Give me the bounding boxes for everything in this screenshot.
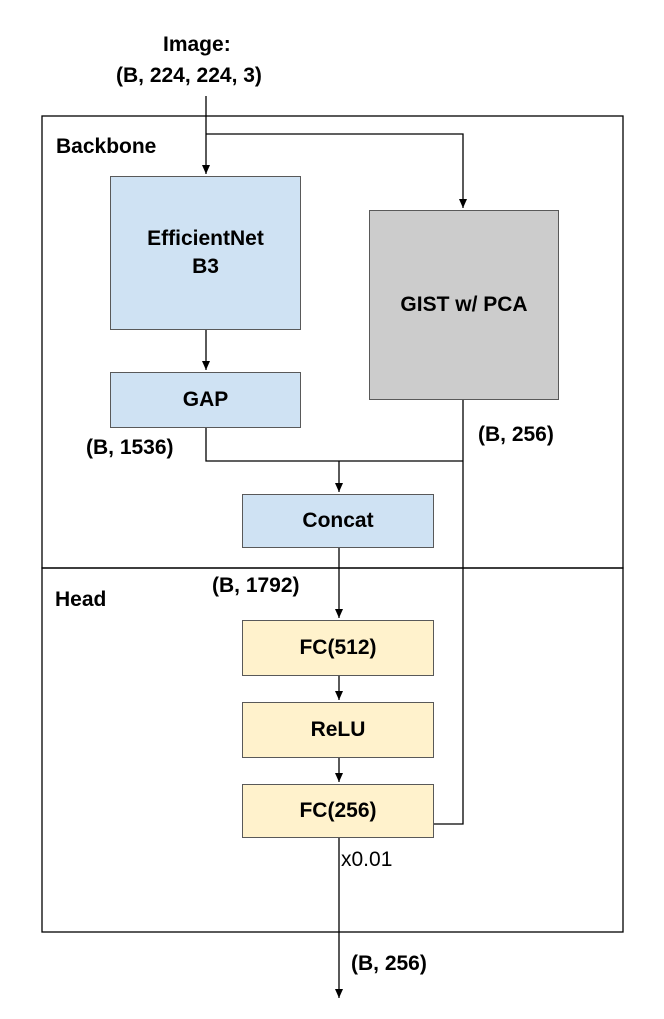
section-head-label: Head bbox=[55, 588, 107, 611]
input-shape: (B, 224, 224, 3) bbox=[116, 64, 262, 87]
input-title: Image: bbox=[163, 33, 231, 56]
shape-final-output: (B, 256) bbox=[351, 952, 427, 975]
head-frame bbox=[41, 567, 624, 933]
shape-concat-output: (B, 1792) bbox=[212, 574, 300, 597]
scale-factor-label: x0.01 bbox=[341, 848, 393, 871]
shape-gist-output: (B, 256) bbox=[478, 423, 554, 446]
node-relu: ReLU bbox=[242, 702, 434, 758]
arrow-input-to-gist bbox=[206, 133, 467, 208]
line-gap-merge bbox=[205, 428, 463, 462]
section-backbone-label: Backbone bbox=[56, 135, 157, 158]
node-efficientnet-b3: EfficientNet B3 bbox=[110, 176, 301, 330]
node-gap: GAP bbox=[110, 372, 301, 428]
node-concat: Concat bbox=[242, 494, 434, 548]
node-fc-512: FC(512) bbox=[242, 620, 434, 676]
node-fc-256: FC(256) bbox=[242, 784, 434, 838]
node-gist-pca: GIST w/ PCA bbox=[369, 210, 559, 400]
shape-gap-output: (B, 1536) bbox=[86, 436, 174, 459]
